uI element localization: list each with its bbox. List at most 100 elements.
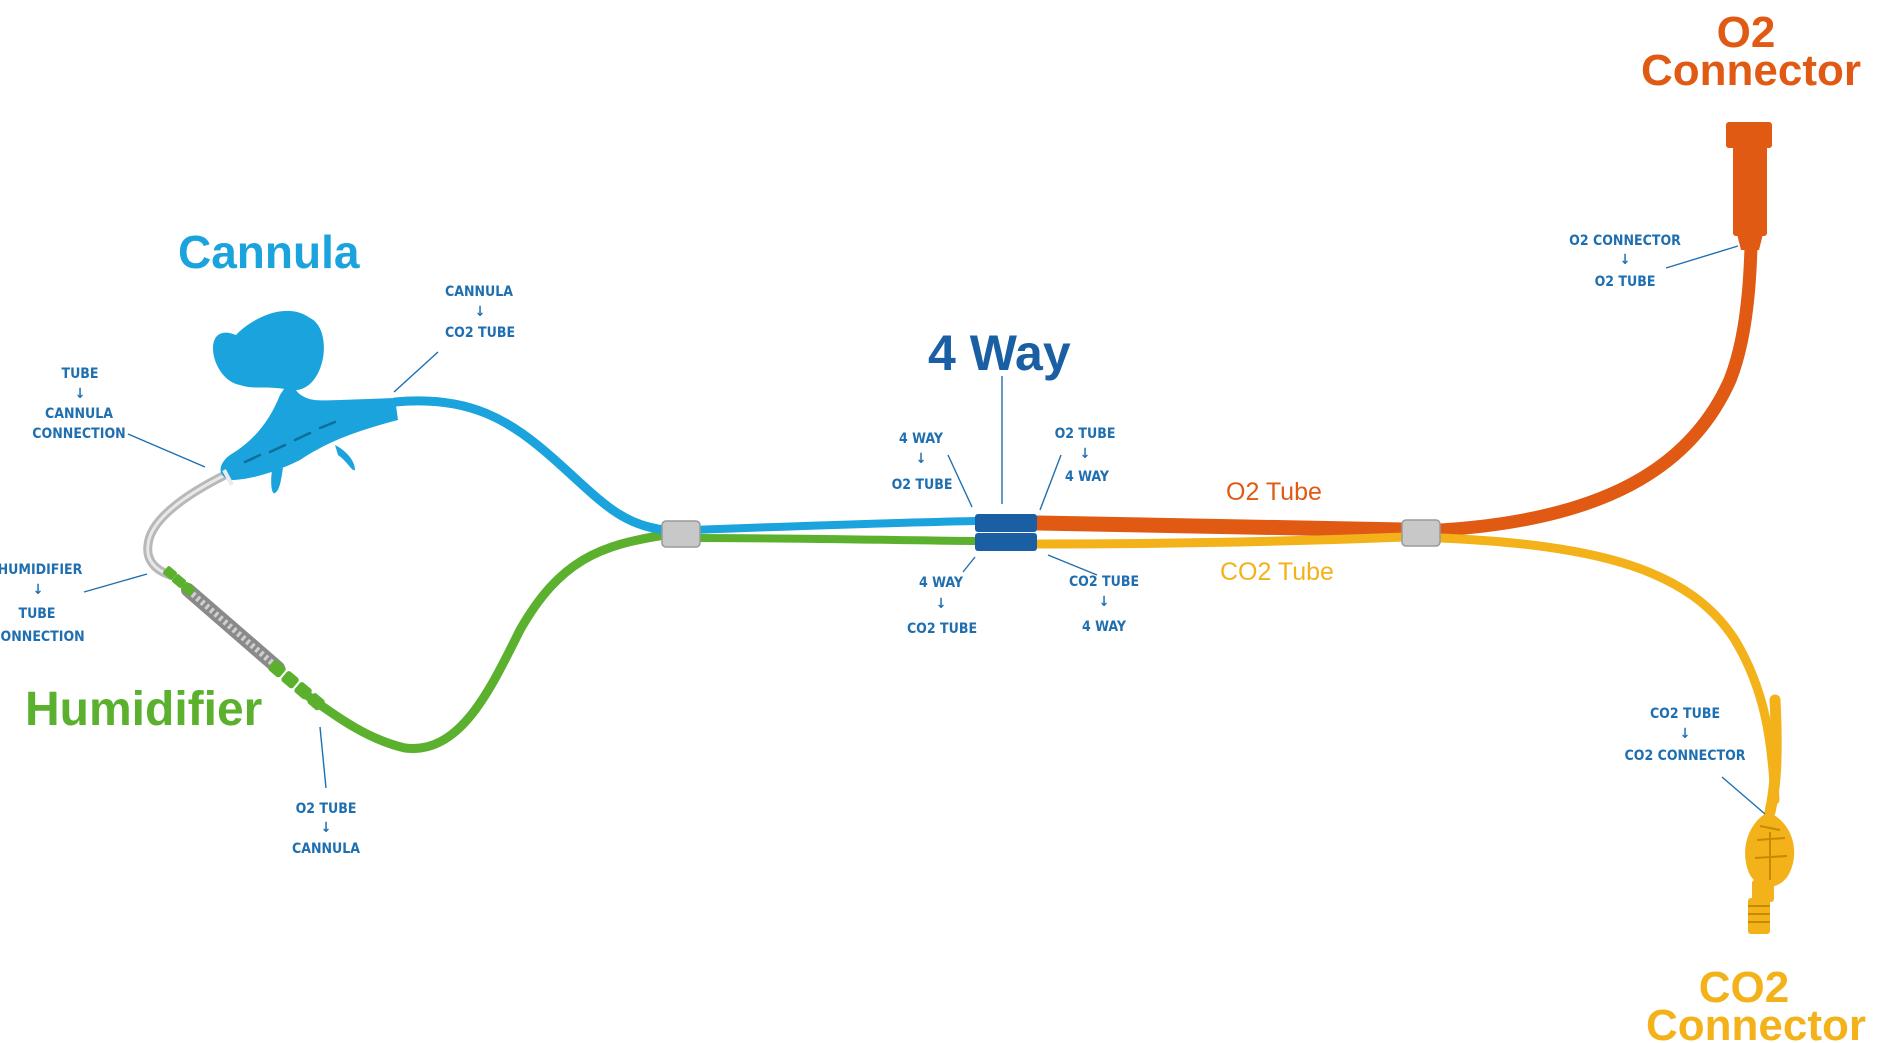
o2-tube — [1030, 515, 1413, 538]
grey-tube-inner — [146, 473, 227, 577]
callout-line: 4 WAY — [919, 575, 964, 591]
callout-o2tube-fourway: O2 TUBE ↓ 4 WAY — [1055, 426, 1116, 485]
leader-co2tube-co2connector — [1721, 776, 1766, 815]
callout-humidifier-tube: HUMIDIFIER ↓ TUBE CONNECTION — [0, 562, 85, 645]
o2-connector-title-line1: O2 — [1717, 8, 1776, 57]
callout-arrow: ↓ — [1620, 252, 1631, 268]
humidifier-seg-1 — [163, 566, 177, 580]
callout-line: O2 TUBE — [892, 477, 953, 493]
cannula-holes — [243, 420, 337, 464]
callout-line: 4 WAY — [899, 431, 944, 447]
leader-cannula-co2 — [393, 351, 439, 393]
co2-tube-thin — [1764, 694, 1782, 818]
blue-tube-to-4way — [686, 517, 979, 534]
callout-arrow: ↓ — [33, 582, 44, 598]
cannula-neck — [220, 380, 398, 480]
co2-connector-shape — [1745, 812, 1795, 934]
cannula-prong-left — [271, 468, 283, 494]
callout-tube-cannula: TUBE ↓ CANNULA CONNECTION — [32, 366, 125, 442]
leader-lines — [83, 245, 1766, 815]
cannula-prong-right — [335, 445, 355, 471]
leader-humidifier-tube — [83, 573, 148, 593]
o2-tube-curve — [1433, 173, 1759, 537]
callout-line: CANNULA — [445, 284, 513, 300]
humidifier-title: Humidifier — [25, 683, 262, 736]
callout-line: 4 WAY — [1082, 619, 1127, 635]
components — [163, 122, 1795, 934]
left-y-joiner — [661, 520, 701, 548]
humidifier-seg-6 — [294, 682, 312, 700]
humidifier-connector-bottom — [268, 660, 325, 711]
green-tube-to-4way — [686, 534, 979, 545]
callout-line: O2 TUBE — [296, 801, 357, 817]
callout-line: O2 TUBE — [1055, 426, 1116, 442]
callout-arrow: ↓ — [1099, 594, 1110, 610]
cannula-shape — [212, 310, 398, 494]
cannula-title: Cannula — [178, 226, 360, 278]
leader-tube-cannula — [127, 433, 206, 468]
co2-tube — [1033, 532, 1410, 549]
callout-line: CONNECTION — [0, 629, 85, 645]
braided-tube — [181, 583, 285, 675]
callout-arrow: ↓ — [1080, 446, 1091, 462]
co2-connector-title-line1: CO2 — [1699, 963, 1789, 1012]
callout-line: CANNULA — [45, 406, 113, 422]
co2-connector-nozzle — [1748, 898, 1770, 934]
callout-line: O2 CONNECTOR — [1569, 233, 1681, 249]
humidifier-seg-3 — [181, 582, 195, 596]
callout-line: CONNECTION — [32, 426, 125, 442]
callout-co2tube-fourway: CO2 TUBE ↓ 4 WAY — [1069, 574, 1139, 635]
callout-line: TUBE — [61, 366, 98, 382]
co2-tube-curve — [1435, 533, 1780, 805]
braided-tube-texture — [186, 587, 280, 671]
callout-line: TUBE — [18, 606, 55, 622]
callout-line: CO2 TUBE — [1650, 706, 1720, 722]
callout-line: CO2 CONNECTOR — [1625, 748, 1746, 764]
leader-co2tube-fourway — [1047, 554, 1098, 576]
four-way-connector — [975, 514, 1037, 551]
cannula-connector-band — [222, 469, 234, 486]
cannula-co2-tube — [390, 396, 670, 535]
callout-line: CO2 TUBE — [445, 325, 515, 341]
callout-line: CANNULA — [292, 841, 360, 857]
callout-labels: TUBE ↓ CANNULA CONNECTION CANNULA ↓ CO2 … — [0, 233, 1746, 857]
four-way-title: 4 Way — [928, 325, 1071, 381]
four-way-top — [975, 514, 1037, 532]
cannula-bulb — [212, 310, 324, 391]
tubes — [143, 173, 1782, 818]
leader-o2tube-cannula — [319, 726, 327, 789]
o2-connector-body — [1733, 146, 1767, 236]
humidifier-seg-5 — [281, 671, 299, 689]
callout-cannula-co2: CANNULA ↓ CO2 TUBE — [445, 284, 515, 341]
callout-arrow: ↓ — [475, 304, 486, 320]
right-y-joiner — [1401, 519, 1441, 547]
leader-fourway-co2tube — [962, 556, 976, 573]
o2-connector-taper — [1737, 234, 1763, 250]
co2-connector-ribs — [1748, 905, 1770, 923]
humidifier-connector-top — [163, 566, 195, 596]
co2-tube-label: CO2 Tube — [1220, 558, 1334, 586]
o2-connector-cap — [1726, 122, 1772, 148]
callout-arrow: ↓ — [321, 820, 332, 836]
callout-line: HUMIDIFIER — [0, 562, 83, 578]
callout-arrow: ↓ — [75, 386, 86, 402]
humidifier-seg-7 — [307, 693, 325, 711]
callout-co2tube-co2connector: CO2 TUBE ↓ CO2 CONNECTOR — [1625, 706, 1746, 764]
humidifier-seg-4 — [268, 660, 286, 678]
leader-o2connector-o2tube — [1665, 245, 1739, 269]
callout-o2tube-cannula: O2 TUBE ↓ CANNULA — [292, 801, 360, 857]
callout-fourway-co2tube: 4 WAY ↓ CO2 TUBE — [907, 575, 977, 637]
humidifier-tube — [295, 530, 670, 753]
four-way-bottom — [975, 533, 1037, 551]
humidifier-seg-2 — [172, 574, 186, 588]
callout-arrow: ↓ — [1680, 726, 1691, 742]
leader-o2tube-fourway — [1039, 454, 1062, 511]
callout-line: CO2 TUBE — [907, 621, 977, 637]
co2-connector-neck — [1752, 880, 1774, 902]
grey-tube — [143, 470, 230, 580]
callout-fourway-o2tube: 4 WAY ↓ O2 TUBE — [892, 431, 953, 493]
callout-line: O2 TUBE — [1595, 274, 1656, 290]
titles: Cannula Humidifier 4 Way O2 Connector CO… — [25, 8, 1866, 1043]
callout-line: CO2 TUBE — [1069, 574, 1139, 590]
